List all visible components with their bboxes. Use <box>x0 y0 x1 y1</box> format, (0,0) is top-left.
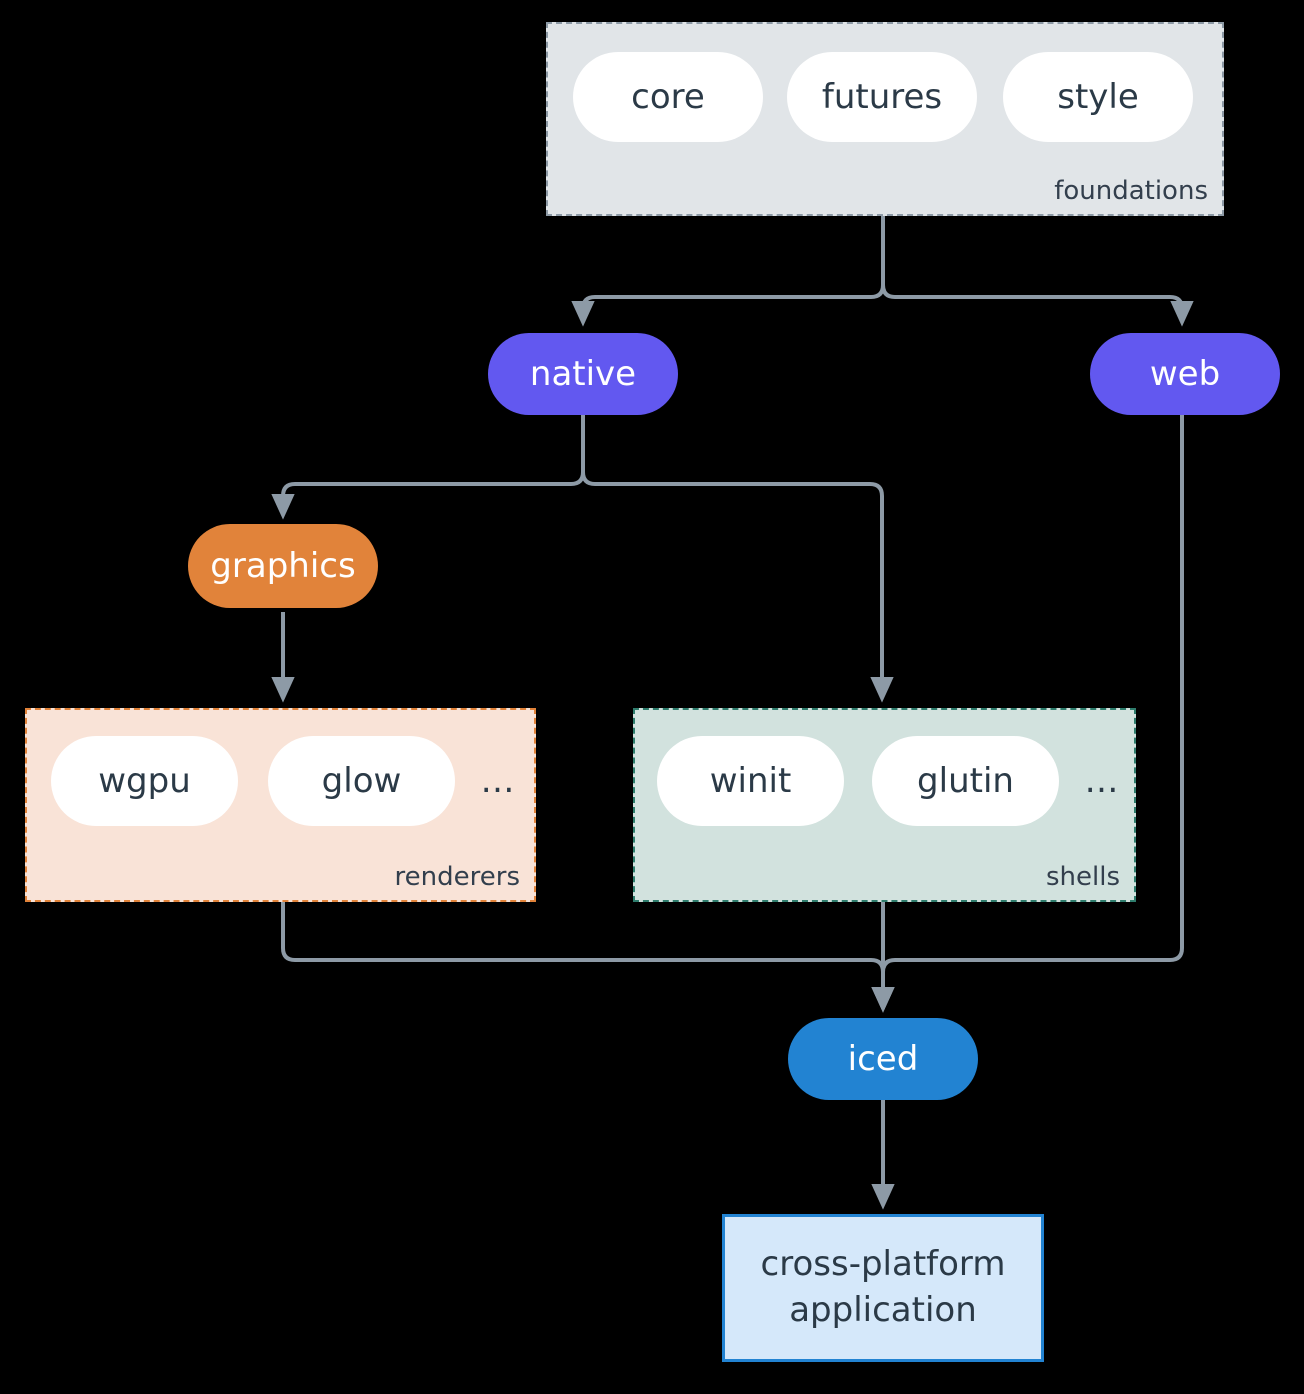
node-style-label: style <box>1057 77 1139 117</box>
node-shells-more[interactable]: … <box>1074 758 1130 804</box>
node-winit-label: winit <box>709 761 792 801</box>
node-shells-more-label: … <box>1084 761 1120 801</box>
node-wgpu[interactable]: wgpu <box>51 736 238 826</box>
node-application[interactable]: cross-platform application <box>722 1214 1044 1362</box>
node-futures-label: futures <box>821 77 943 117</box>
node-graphics[interactable]: graphics <box>188 524 378 608</box>
cluster-foundations-label: foundations <box>1054 176 1208 206</box>
node-glutin[interactable]: glutin <box>872 736 1059 826</box>
node-iced[interactable]: iced <box>788 1018 978 1100</box>
cluster-renderers-label: renderers <box>394 862 520 892</box>
node-web[interactable]: web <box>1090 333 1280 415</box>
node-native-label: native <box>529 354 637 394</box>
node-glutin-label: glutin <box>917 761 1014 801</box>
node-core[interactable]: core <box>573 52 763 142</box>
node-renderers-more-label: … <box>480 761 516 801</box>
edge-foundations-native <box>571 216 885 327</box>
node-futures[interactable]: futures <box>787 52 977 142</box>
edge-renderers-iced <box>281 902 895 1013</box>
node-native[interactable]: native <box>488 333 678 415</box>
node-winit[interactable]: winit <box>657 736 844 826</box>
node-renderers-more[interactable]: … <box>470 758 526 804</box>
edge-native-shells <box>581 415 894 703</box>
edge-native-graphics <box>271 415 585 520</box>
cluster-shells-label: shells <box>1045 862 1120 892</box>
node-wgpu-label: wgpu <box>98 761 191 801</box>
node-graphics-label: graphics <box>210 546 356 586</box>
node-style[interactable]: style <box>1003 52 1193 142</box>
node-glow[interactable]: glow <box>268 736 455 826</box>
node-core-label: core <box>631 77 705 117</box>
node-application-label-line1: cross-platform <box>760 1244 1006 1285</box>
node-iced-label: iced <box>847 1039 919 1079</box>
node-web-label: web <box>1149 354 1221 394</box>
node-application-label-line2: application <box>789 1290 977 1330</box>
node-glow-label: glow <box>321 761 402 801</box>
edge-foundations-web <box>881 216 1194 327</box>
